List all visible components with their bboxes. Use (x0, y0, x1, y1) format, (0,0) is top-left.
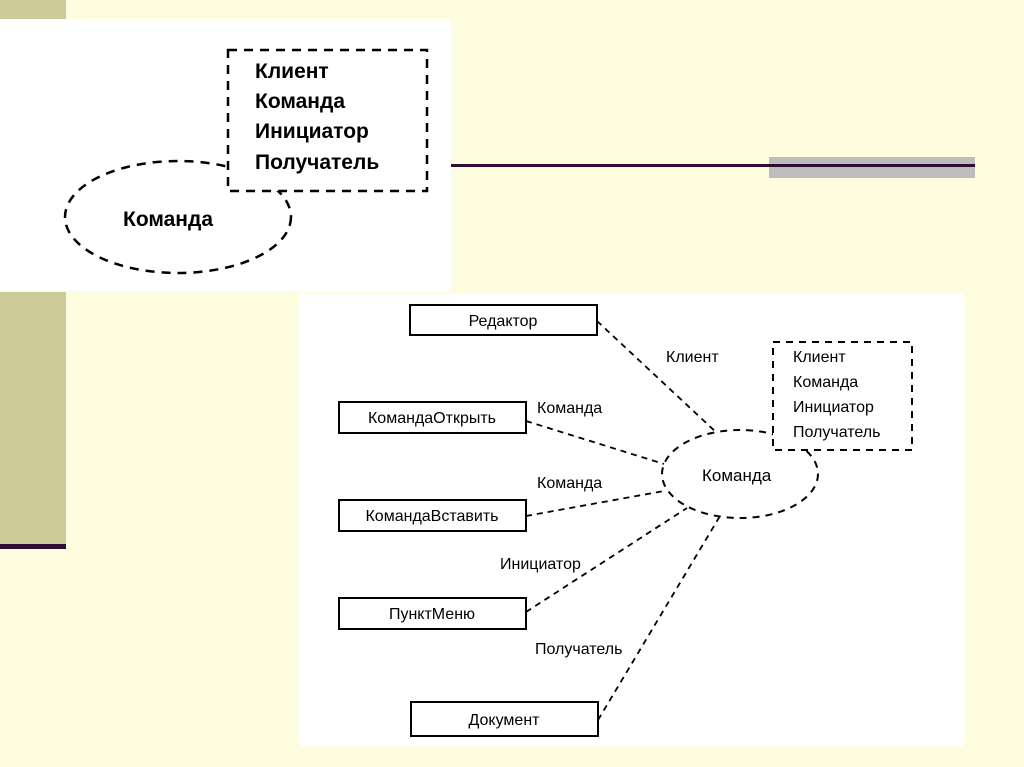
collaboration-ellipse (63, 159, 293, 275)
class-box-open-command: КомандаОткрыть (338, 401, 527, 434)
role-line: Команда (255, 90, 345, 113)
command-ellipse (661, 429, 819, 519)
class-box-menu-item: ПунктМеню (338, 597, 527, 630)
edge-menu-item-invoker (525, 507, 688, 613)
edge-open-command (525, 420, 665, 465)
class-label: ПунктМеню (389, 606, 475, 623)
class-box-document: Документ (410, 701, 599, 737)
ellipse-label: Команда (123, 208, 213, 231)
class-label: КомандаОткрыть (368, 410, 496, 427)
title-rule-line (450, 164, 975, 167)
edge-label-command: Команда (537, 400, 602, 417)
role-line: Клиент (255, 60, 329, 83)
roles-box (772, 341, 913, 451)
edge-label-invoker: Инициатор (500, 556, 581, 573)
edge-label-receiver: Получатель (535, 641, 622, 658)
top-olive-accent (0, 0, 66, 19)
lower-diagram: Команда Клиент Команда Инициатор Получат… (338, 304, 913, 737)
class-box-paste-command: КомандаВставить (338, 499, 527, 532)
class-label: КомандаВставить (365, 508, 498, 525)
edge-paste-command (525, 490, 665, 517)
edge-label-client: Клиент (666, 349, 719, 366)
lower-diagram-panel: Команда Клиент Команда Инициатор Получат… (300, 294, 964, 746)
upper-diagram-panel: Клиент Команда Инициатор Получатель Кома… (0, 19, 451, 291)
command-ellipse-label: Команда (702, 466, 772, 485)
edge-label-command: Команда (537, 475, 602, 492)
class-label: Документ (469, 712, 541, 729)
role-line: Команда (793, 374, 858, 391)
role-line: Инициатор (255, 120, 369, 143)
role-line: Инициатор (793, 399, 874, 416)
edge-document-receiver (597, 515, 721, 721)
title-gray-accent (769, 157, 975, 178)
role-line: Клиент (793, 349, 846, 366)
class-box-editor: Редактор (409, 304, 598, 336)
side-purple-stripe (0, 544, 66, 549)
class-label: Редактор (469, 313, 538, 330)
edge-editor-client (596, 320, 719, 435)
role-line: Получатель (255, 151, 379, 174)
upper-diagram: Клиент Команда Инициатор Получатель Кома… (63, 48, 429, 275)
side-olive-accent (0, 292, 66, 544)
roles-box (226, 48, 429, 193)
role-line: Получатель (793, 424, 880, 441)
